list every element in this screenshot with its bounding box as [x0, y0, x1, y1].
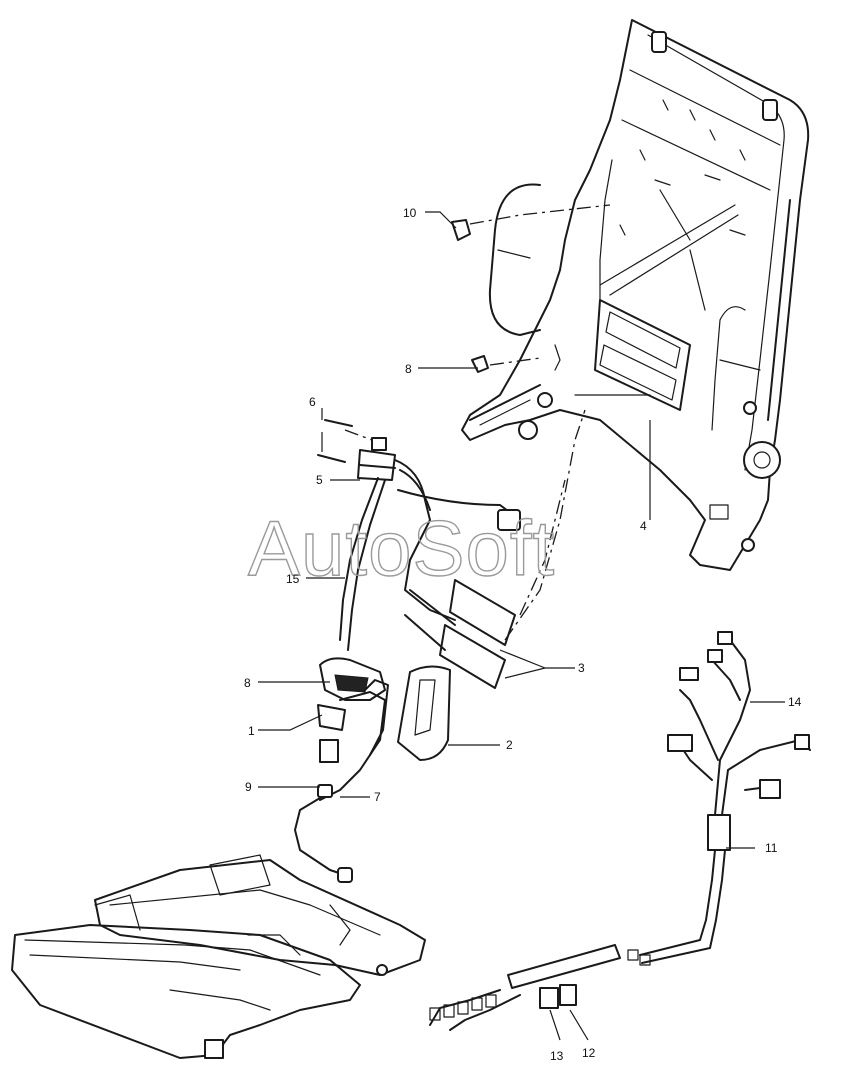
cable-pads — [404, 579, 516, 689]
callout-13: 13 — [550, 1049, 564, 1063]
callout-7: 7 — [374, 790, 381, 804]
leader-lines — [258, 211, 785, 1041]
callout-1: 1 — [248, 724, 255, 738]
callout-5: 5 — [316, 473, 323, 487]
seat-back-frame — [461, 19, 810, 571]
callout-4: 4 — [640, 519, 647, 533]
callout-12: 12 — [582, 1046, 596, 1060]
callout-11: 11 — [765, 841, 778, 855]
callout-8-lower: 8 — [244, 676, 251, 690]
callout-6: 6 — [309, 395, 316, 409]
side-cover — [397, 665, 451, 761]
callout-10: 10 — [403, 206, 417, 220]
callout-15: 15 — [286, 572, 300, 586]
seat-cushion-frame — [11, 854, 426, 1059]
callout-9: 9 — [245, 780, 252, 794]
callout-14: 14 — [788, 695, 802, 709]
motor-shaft-assembly — [294, 419, 521, 883]
assembly-guide-lines — [344, 204, 611, 641]
clip-8-top — [471, 355, 489, 373]
watermark-text: AutoSoft — [248, 504, 555, 592]
callout-3: 3 — [578, 661, 585, 675]
clip-10 — [451, 219, 471, 241]
wiring-harness — [429, 631, 811, 1031]
callout-2: 2 — [506, 738, 513, 752]
callout-8-upper: 8 — [405, 362, 412, 376]
callout-labels: 10 8 6 5 15 4 3 8 1 2 9 7 11 14 13 12 — [244, 206, 802, 1063]
